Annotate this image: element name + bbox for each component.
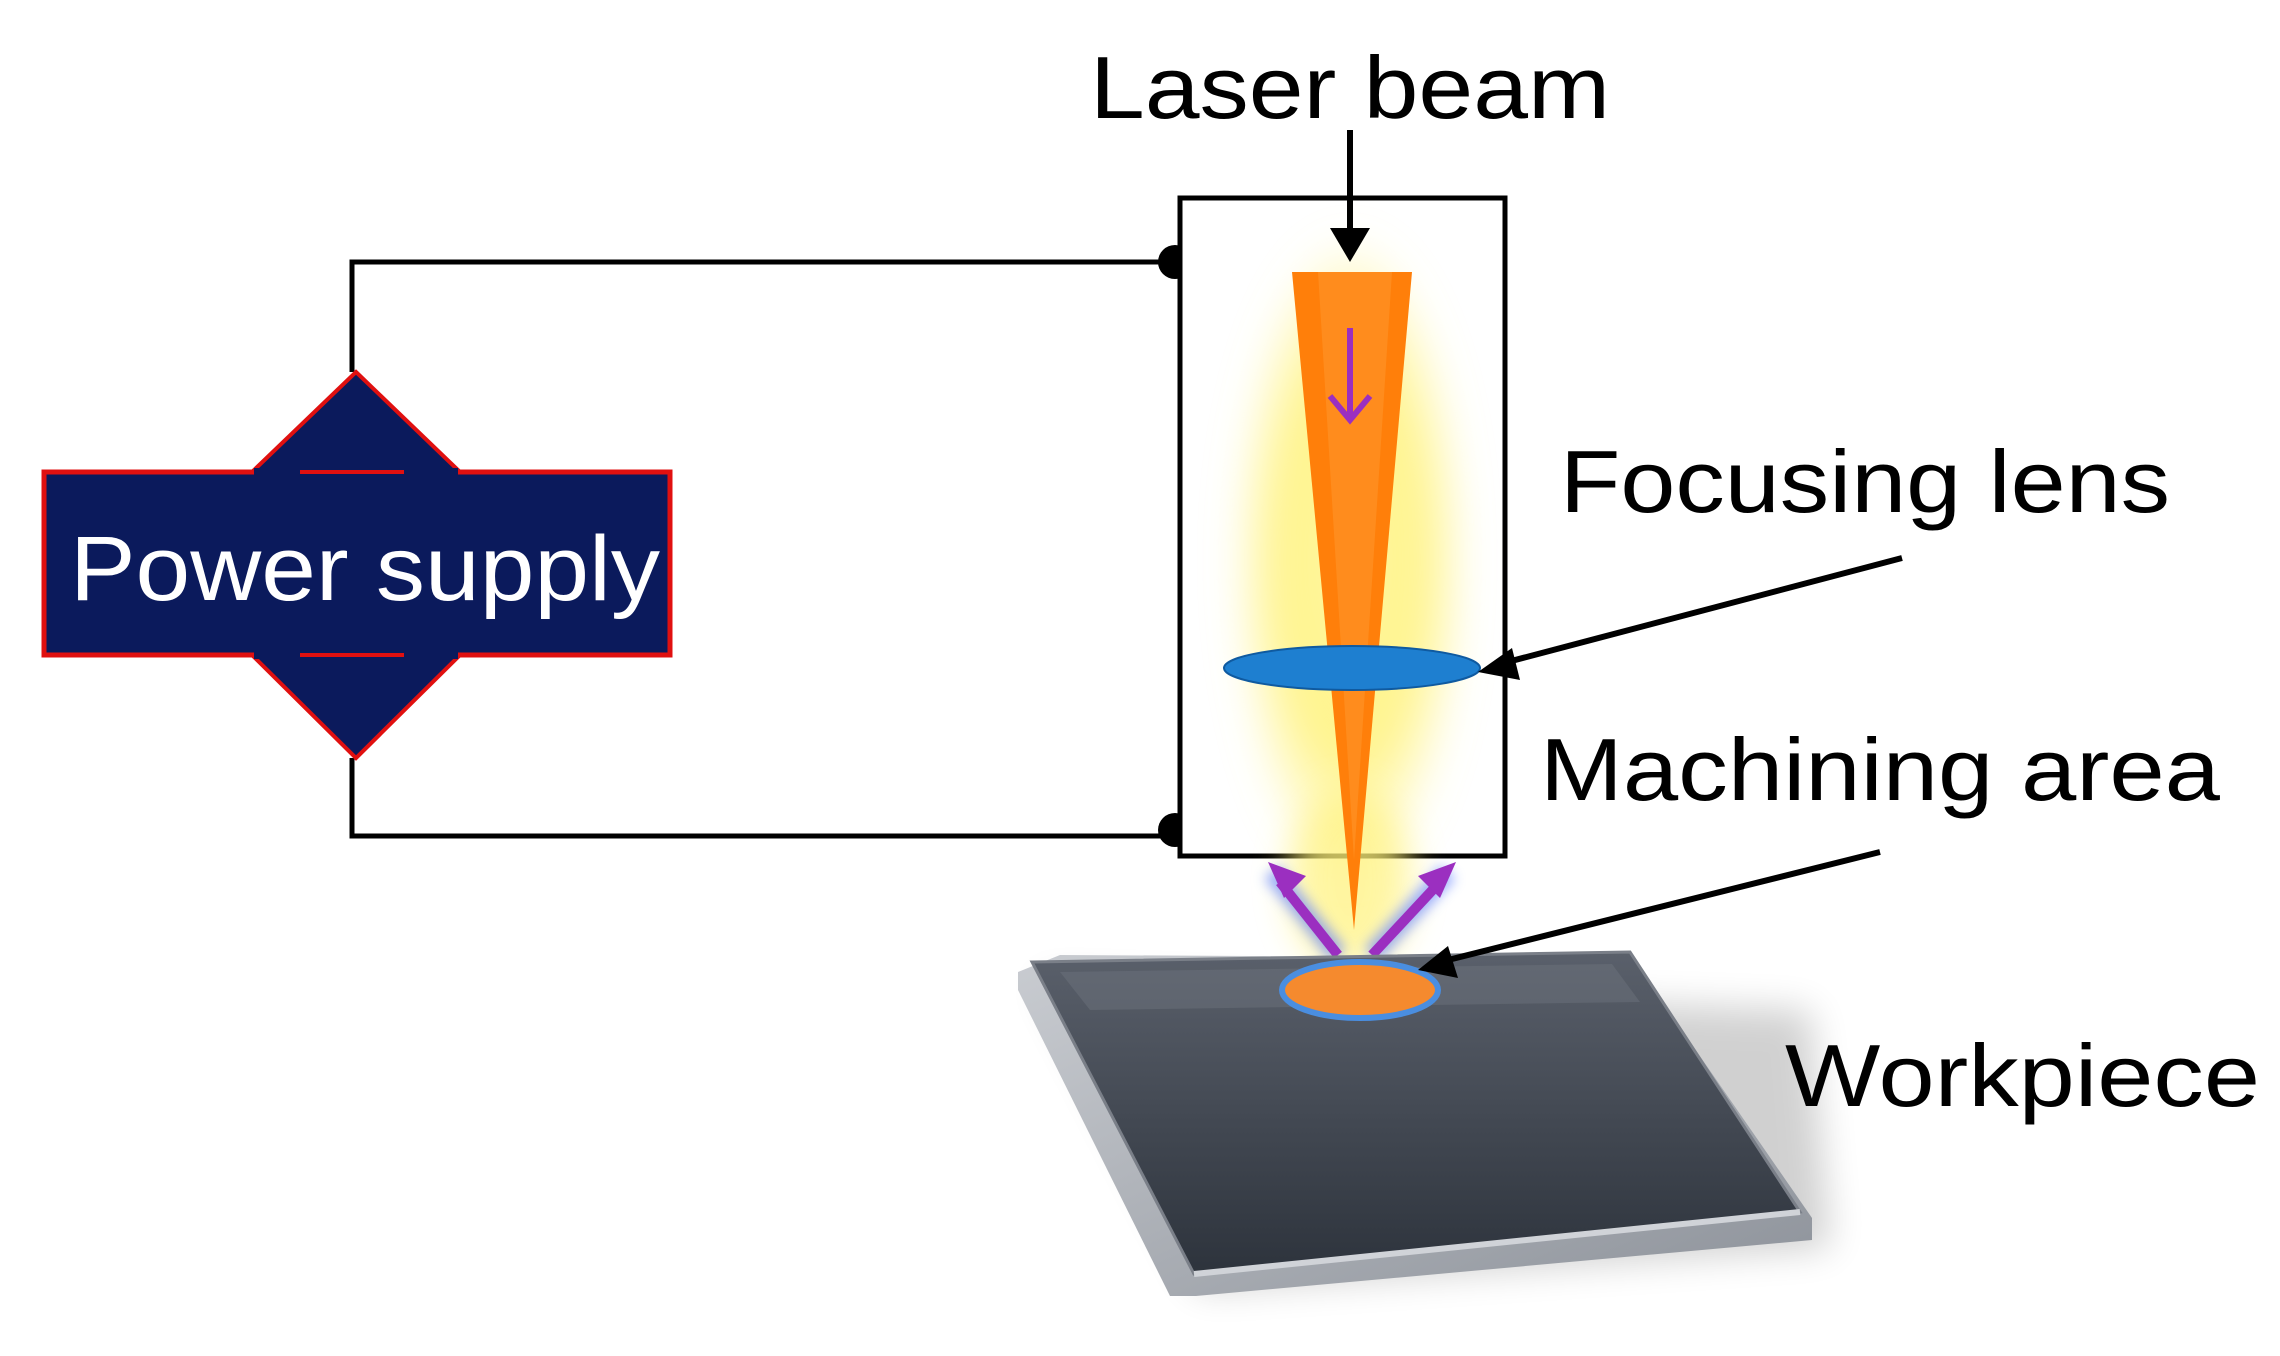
- beam-direction-arrow-icon: [1327, 328, 1373, 425]
- circuit-wires: [349, 259, 1175, 839]
- workpiece-label: Workpiece: [1785, 1026, 2260, 1125]
- focusing-lens-label: Focusing lens: [1560, 432, 2170, 531]
- workpiece-plate: [1018, 950, 1812, 1296]
- emission-arrows: [1264, 862, 1456, 962]
- machining-area-pointer: [1439, 849, 1881, 965]
- emission-arrow-right-icon: [1418, 862, 1456, 898]
- laser-beam-arrowhead-icon: [1330, 228, 1370, 262]
- emission-arrow-left-icon: [1268, 862, 1306, 898]
- focusing-lens-arrowhead-icon: [1478, 648, 1520, 680]
- focusing-lens: [1223, 645, 1481, 691]
- machining-area-label: Machining area: [1540, 720, 2220, 819]
- machining-area-arrowhead-icon: [1418, 946, 1458, 978]
- machining-spot: [1279, 959, 1441, 1021]
- power-supply-label: Power supply: [70, 518, 660, 620]
- power-supply-block: Power supply: [41, 369, 673, 761]
- laser-beam-label: Laser beam: [1090, 38, 1610, 137]
- power-supply-box: [41, 469, 673, 658]
- focusing-lens-pointer: [1499, 555, 1903, 667]
- pointer-arrows: [1347, 130, 1903, 965]
